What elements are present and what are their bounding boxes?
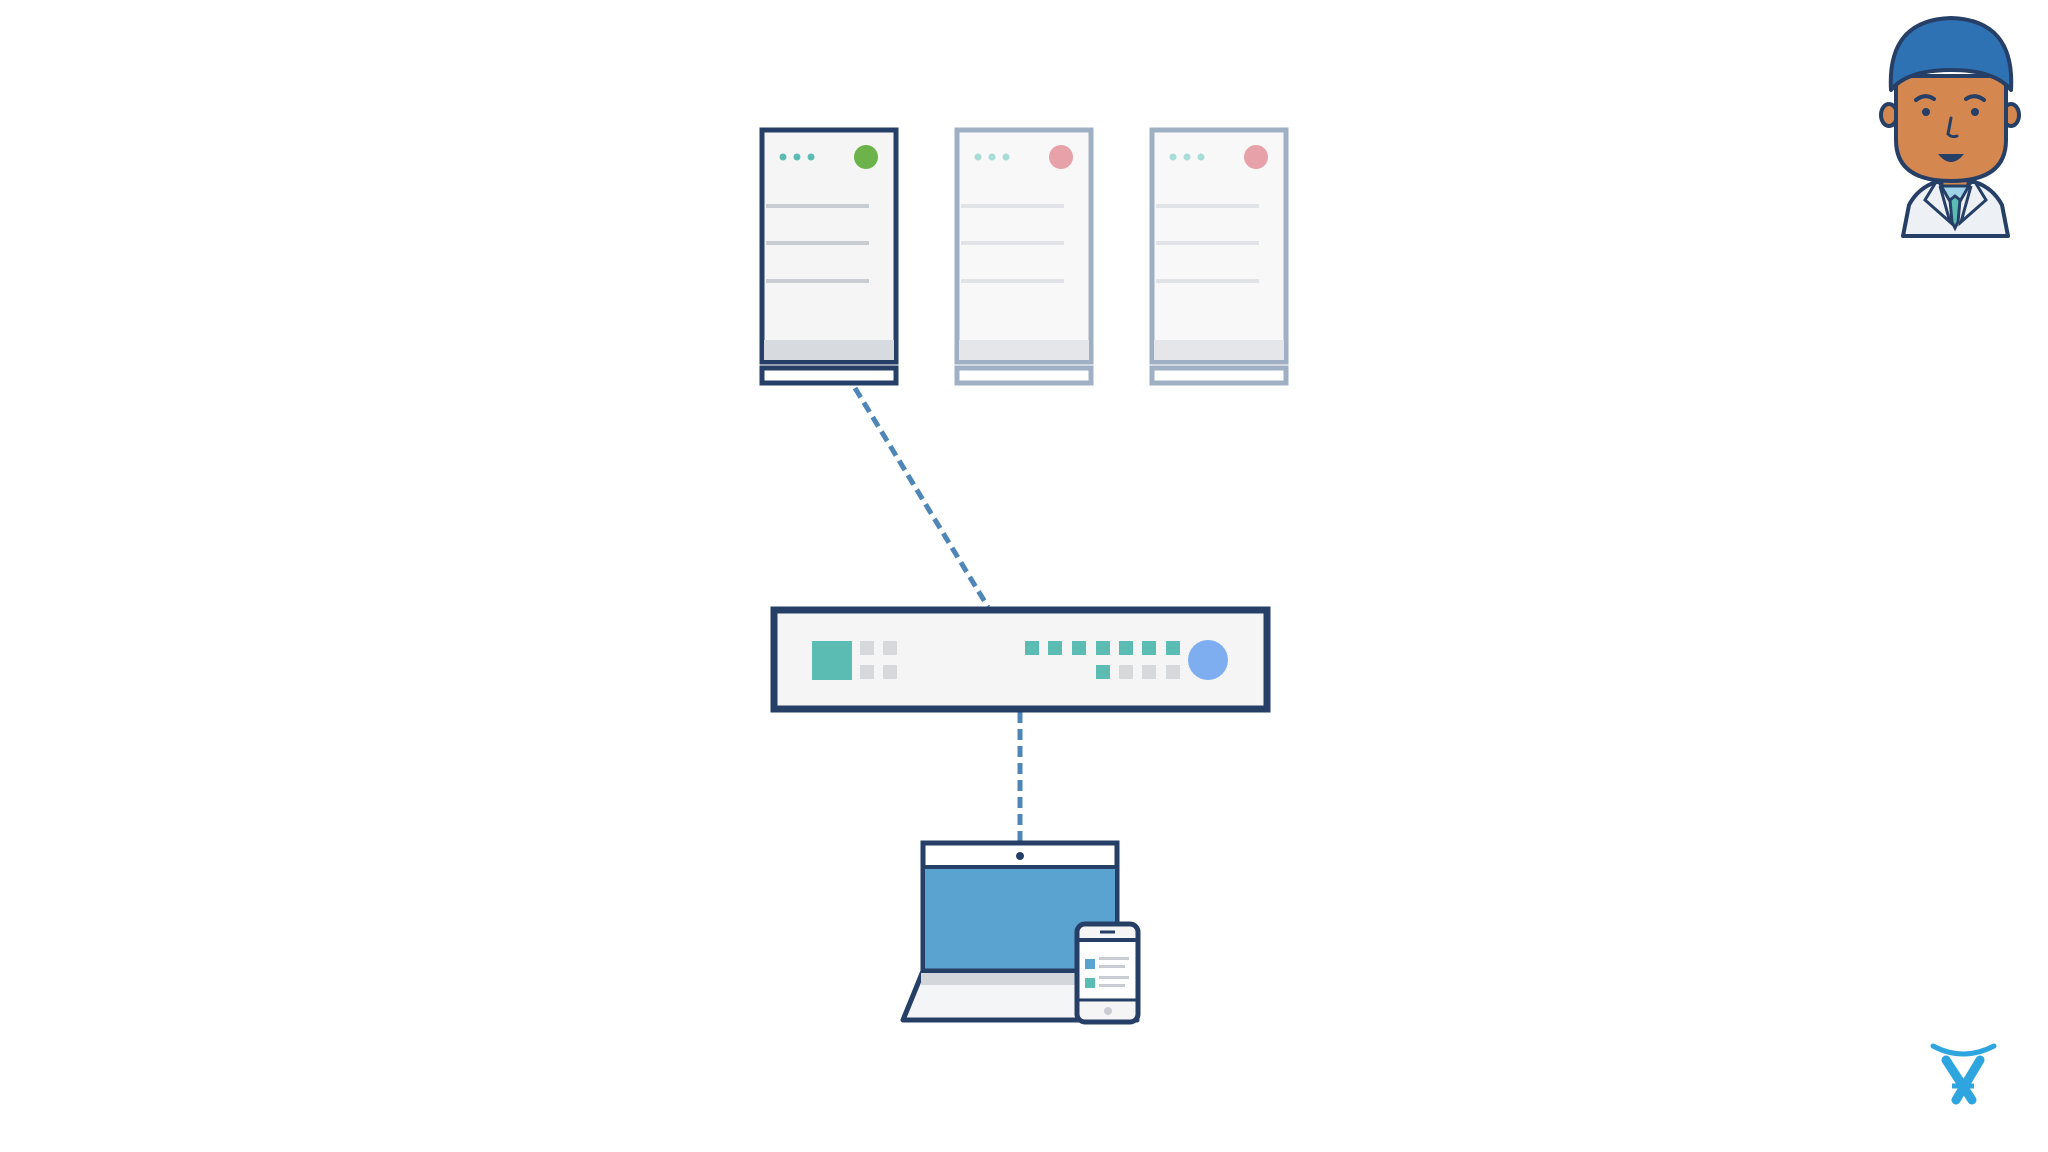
load-balancer	[770, 606, 1271, 713]
server-1-status-indicator	[854, 145, 878, 169]
atlassian-logo-icon	[1930, 1043, 1997, 1105]
connection-server-to-balancer	[852, 386, 991, 609]
server-3-status-indicator	[1244, 145, 1268, 169]
server-1	[759, 127, 899, 386]
person-avatar-icon	[1879, 16, 2021, 238]
load-balancer-indicator	[1188, 640, 1228, 680]
server-2	[954, 127, 1094, 386]
server-2-status-indicator	[1049, 145, 1073, 169]
server-3	[1149, 127, 1289, 386]
mobile-phone-icon	[1074, 921, 1141, 1025]
load-balancer-main-module	[812, 641, 852, 680]
